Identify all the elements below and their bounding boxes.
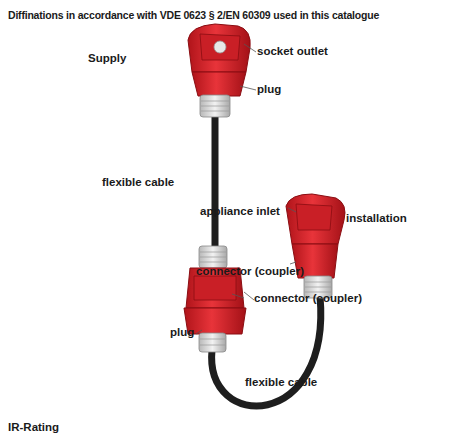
leader-line bbox=[196, 44, 296, 334]
appliance-inlet bbox=[286, 194, 345, 244]
part-label: appliance inlet bbox=[200, 205, 280, 218]
part-label: connector (coupler) bbox=[196, 265, 304, 278]
socket-outlet bbox=[188, 24, 250, 72]
installation-label: installation bbox=[346, 212, 407, 225]
diagram-title: Diffinations in accordance with VDE 0623… bbox=[8, 10, 379, 22]
part-label: socket outlet bbox=[257, 45, 328, 58]
supply-label: Supply bbox=[88, 52, 126, 65]
section-heading: IR-Rating bbox=[8, 421, 59, 434]
flexible-cable bbox=[212, 116, 219, 250]
cable-label: flexible cable bbox=[102, 176, 174, 189]
part-label: connector (coupler) bbox=[254, 292, 362, 305]
part-label: plug bbox=[257, 83, 281, 96]
part-label: plug bbox=[170, 326, 194, 339]
plug bbox=[192, 72, 246, 117]
cable-label: flexible cable bbox=[245, 376, 317, 389]
